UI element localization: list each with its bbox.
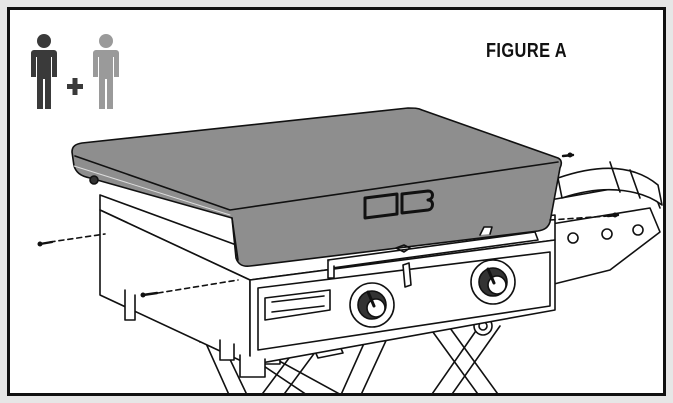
- person-icon: [31, 34, 57, 109]
- griddle-illustration: [37, 107, 663, 393]
- two-person-assembly-icon: [31, 34, 119, 109]
- control-knob-right: [470, 259, 516, 305]
- control-knob-left: [349, 282, 395, 328]
- lid-handle: [327, 226, 539, 279]
- lid-logo: [363, 189, 434, 220]
- griddle-body: [99, 194, 556, 378]
- plus-icon: [67, 78, 83, 95]
- figure-label: FIGURE A: [486, 40, 568, 62]
- screw-guides: [49, 215, 609, 294]
- person-icon: [93, 34, 119, 109]
- side-handle-bracket: [544, 161, 663, 286]
- figure-panel: FIGURE A: [7, 7, 666, 396]
- griddle-lid: [71, 107, 563, 267]
